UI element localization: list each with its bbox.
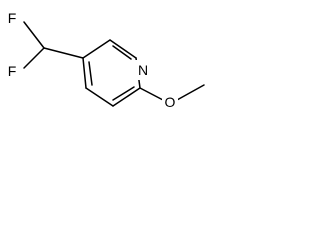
bond-chf2-ring [43, 47, 84, 59]
ring-bond-c2-c3-inner [112, 86, 135, 101]
label-mask-o [162, 91, 178, 111]
fluorine-label-top: F [8, 10, 17, 26]
bonds [23, 21, 205, 107]
chemical-structure-diagram: F F N O [4, 8, 205, 111]
ring-bond-c2-c3 [112, 87, 141, 107]
ring-bond-c3-c4 [85, 87, 114, 107]
nitrogen-label: N [138, 62, 148, 78]
ring-bond-c5-c6 [82, 39, 111, 59]
bond-o-ch3 [176, 84, 205, 101]
oxygen-label: O [165, 94, 176, 110]
fluorine-label-bottom: F [8, 63, 17, 79]
bond-c-f-bottom [23, 47, 45, 69]
bond-c2-o [139, 87, 164, 101]
ring-bond-c6-n1 [109, 39, 137, 59]
label-mask-f-bottom [4, 61, 22, 81]
atom-labels: F F N O [4, 8, 178, 111]
label-mask-f-top [4, 8, 22, 28]
ring-bond-c4-c5-inner [88, 61, 93, 86]
bond-c-f-top [23, 21, 45, 49]
label-mask-n [135, 60, 153, 80]
ring-bond-c4-c5 [82, 57, 87, 89]
ring-bond-c6-n1-inner [112, 45, 132, 60]
